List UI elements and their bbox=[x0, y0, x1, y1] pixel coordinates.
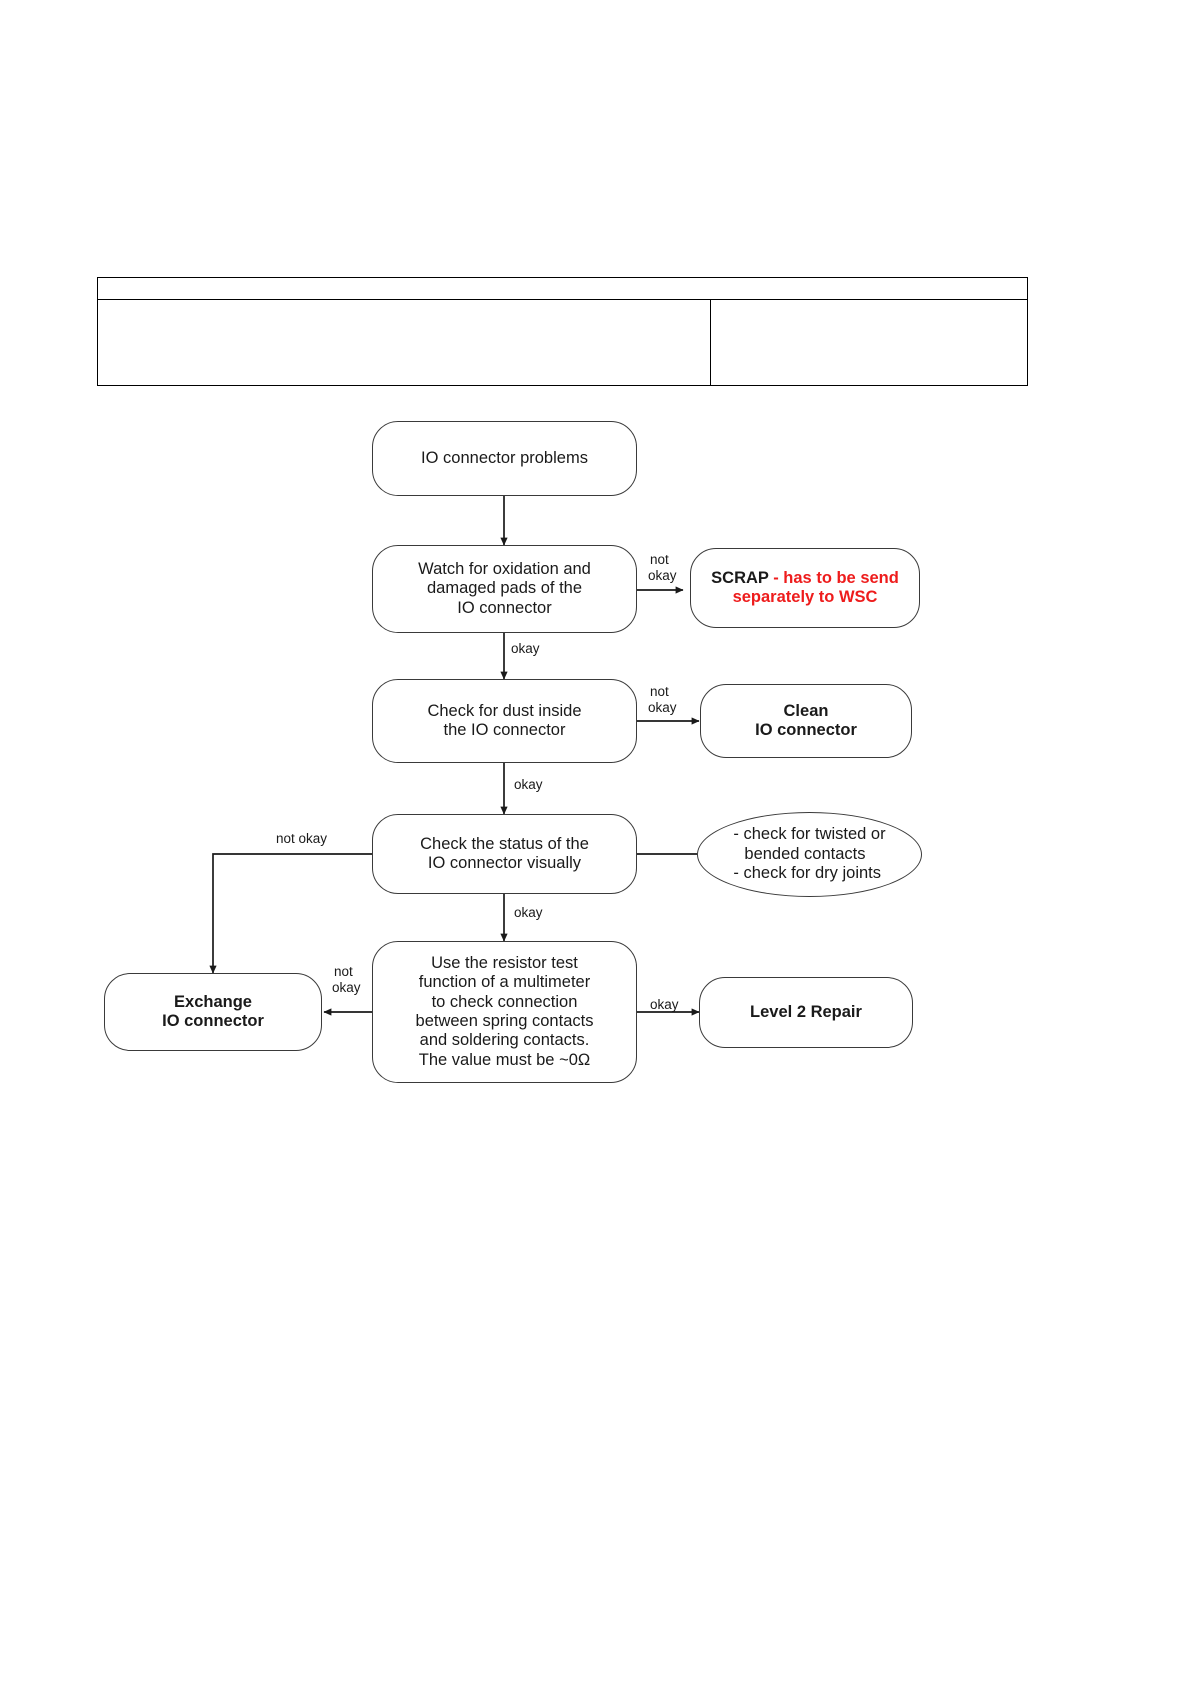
scrap-detail-line2: separately to WSC bbox=[732, 588, 878, 606]
edge-label-multimeter-exchange-line1: not bbox=[334, 964, 353, 979]
node-visual-hints[interactable]: - check for twisted or bended contacts -… bbox=[697, 812, 922, 897]
edge-label-visual-multimeter: okay bbox=[514, 905, 543, 920]
edge-label-multimeter-level2: okay bbox=[650, 997, 679, 1012]
node-multimeter-test-text: Use the resistor test function of a mult… bbox=[415, 953, 594, 1069]
edge-label-oxidation-scrap-line2: okay bbox=[648, 568, 677, 583]
scrap-keyword: SCRAP bbox=[711, 568, 769, 587]
edge-label-dust-clean-line2: okay bbox=[648, 700, 677, 715]
node-clean-io-connector[interactable]: Clean IO connector bbox=[700, 684, 912, 758]
node-watch-oxidation[interactable]: Watch for oxidation and damaged pads of … bbox=[372, 545, 637, 633]
node-start[interactable]: IO connector problems bbox=[372, 421, 637, 496]
node-watch-oxidation-text: Watch for oxidation and damaged pads of … bbox=[418, 559, 591, 617]
node-exchange-io-connector[interactable]: Exchange IO connector bbox=[104, 973, 322, 1051]
edge-label-multimeter-exchange-line2: okay bbox=[332, 980, 361, 995]
node-scrap-text: SCRAP - has to be send separately to WSC bbox=[703, 569, 907, 608]
node-exchange-io-connector-text: Exchange IO connector bbox=[162, 992, 264, 1030]
node-check-visual[interactable]: Check the status of the IO connector vis… bbox=[372, 814, 637, 894]
node-level-2-repair[interactable]: Level 2 Repair bbox=[699, 977, 913, 1048]
edge-label-oxidation-scrap-line1: not bbox=[650, 552, 669, 567]
node-scrap[interactable]: SCRAP - has to be send separately to WSC bbox=[690, 548, 920, 628]
node-check-dust-text: Check for dust inside the IO connector bbox=[427, 701, 582, 739]
node-level-2-repair-text: Level 2 Repair bbox=[750, 1002, 862, 1021]
node-check-dust[interactable]: Check for dust inside the IO connector bbox=[372, 679, 637, 763]
node-start-text: IO connector problems bbox=[421, 448, 588, 467]
edge-label-dust-clean-line1: not bbox=[650, 684, 669, 699]
header-cell-left bbox=[98, 300, 711, 385]
node-clean-io-connector-text: Clean IO connector bbox=[755, 701, 857, 739]
node-multimeter-test[interactable]: Use the resistor test function of a mult… bbox=[372, 941, 637, 1083]
header-table-top-row bbox=[98, 278, 1027, 300]
edge-label-dust-visual: okay bbox=[514, 777, 543, 792]
edge-label-oxidation-dust: okay bbox=[511, 641, 540, 656]
node-check-visual-text: Check the status of the IO connector vis… bbox=[420, 834, 589, 872]
node-visual-hints-text: - check for twisted or bended contacts -… bbox=[733, 825, 886, 883]
edge-visual-exchange bbox=[209, 853, 372, 974]
header-table-bottom-row bbox=[98, 300, 1027, 385]
edge-label-visual-exchange: not okay bbox=[276, 831, 328, 846]
header-table bbox=[97, 277, 1028, 386]
scrap-detail-line1: - has to be send bbox=[768, 568, 899, 587]
